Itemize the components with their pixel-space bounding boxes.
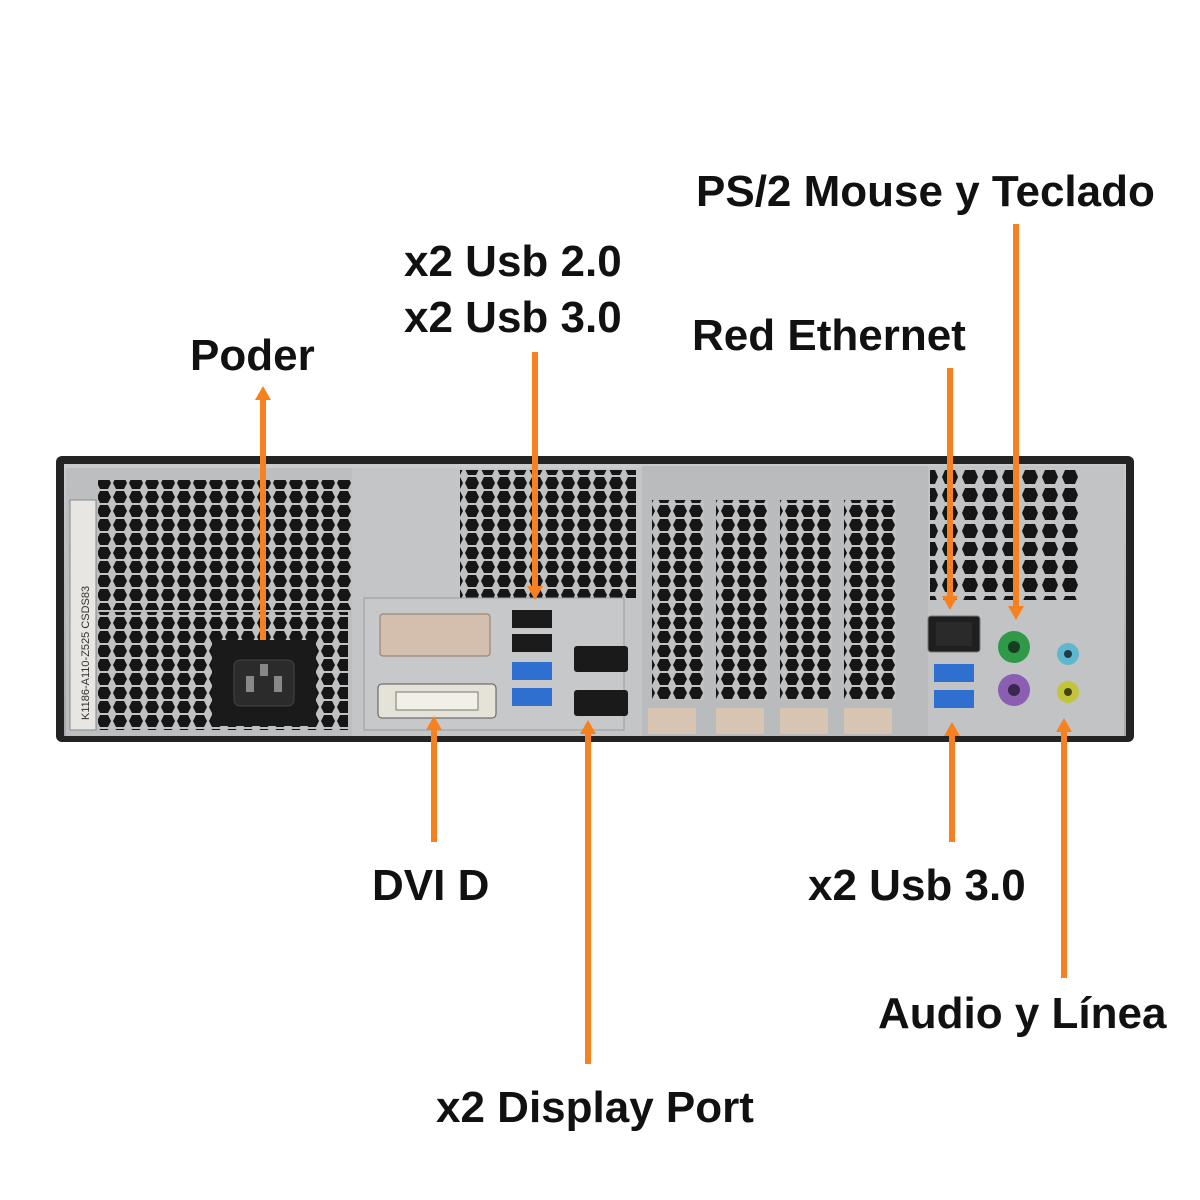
usb3-port-icon — [512, 662, 552, 680]
ps2-label: PS/2 Mouse y Teclado — [696, 167, 1155, 216]
right-vent-icon — [930, 470, 1080, 600]
usb2-port-icon — [512, 610, 552, 628]
usb-bottom-label: x2 Usb 3.0 — [808, 861, 1026, 910]
arrow-icon — [255, 224, 1072, 1064]
expansion-slots — [642, 466, 928, 736]
right-io-panel — [927, 466, 1124, 736]
usb-top-label-line2: x2 Usb 3.0 — [404, 293, 622, 342]
psu-sticker — [69, 499, 97, 731]
audio-label: Audio y Línea — [878, 989, 1167, 1038]
dvi-label: DVI D — [372, 861, 490, 910]
io-panel — [352, 468, 642, 736]
displayport-icon — [574, 646, 628, 672]
power-label: Poder — [190, 331, 315, 380]
displayport-label: x2 Display Port — [436, 1083, 754, 1132]
power-supply: K1186-A110-Z525 CSDS83 — [66, 468, 416, 736]
top-vent-icon — [460, 470, 636, 598]
psu-sticker-text: K1186-A110-Z525 CSDS83 — [80, 586, 92, 720]
usb-top-label-line1: x2 Usb 2.0 — [404, 237, 622, 286]
ethernet-label: Red Ethernet — [692, 311, 966, 360]
